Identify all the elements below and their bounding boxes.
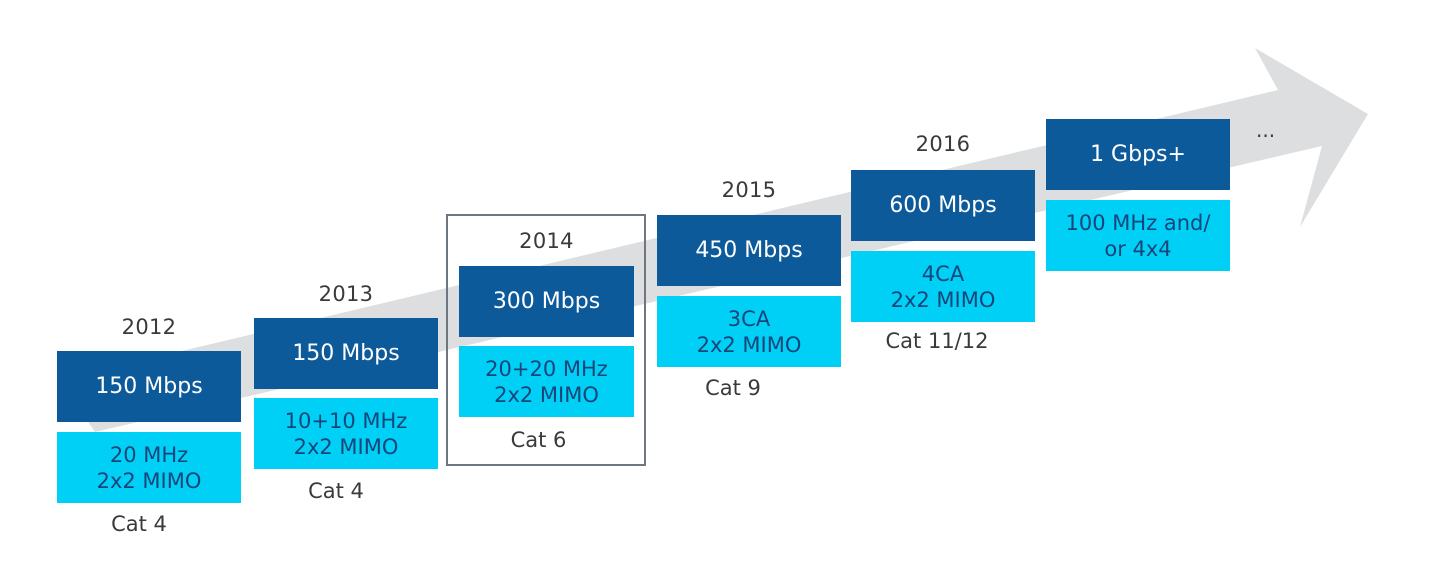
speed-box: 1 Gbps+ <box>1046 119 1230 190</box>
continuation-ellipsis: ... <box>1256 118 1276 142</box>
tech-line-1: 100 MHz and/ <box>1065 210 1211 235</box>
speed-label: 150 Mbps <box>95 374 203 399</box>
speed-box: 450 Mbps <box>657 215 841 286</box>
category-label: Cat 6 <box>510 428 567 452</box>
tech-line-2: 2x2 MIMO <box>293 434 399 459</box>
speed-label: 150 Mbps <box>292 341 400 366</box>
category-label: Cat 4 <box>308 479 364 503</box>
tech-box: 4CA 2x2 MIMO <box>851 251 1035 322</box>
category-label: Cat 11/12 <box>885 329 989 353</box>
tech-line-1: 4CA <box>921 261 965 286</box>
stage-year: 2014 <box>519 229 574 253</box>
stage-2014: 2014 300 Mbps 20+20 MHz 2x2 MIMO Cat 6 <box>459 0 634 564</box>
category-label: Cat 9 <box>705 376 761 400</box>
tech-line-2: 2x2 MIMO <box>494 382 599 407</box>
stage-2012: 2012 150 Mbps 20 MHz 2x2 MIMO Cat 4 <box>57 0 241 564</box>
stage-2015: 2015 450 Mbps 3CA 2x2 MIMO Cat 9 <box>657 0 841 564</box>
tech-line-1: 3CA <box>727 306 771 331</box>
speed-label: 1 Gbps+ <box>1090 142 1186 167</box>
tech-line-1: 20+20 MHz <box>485 356 608 381</box>
category-label: Cat 4 <box>111 512 167 536</box>
tech-box: 20 MHz 2x2 MIMO <box>57 432 241 503</box>
tech-box: 20+20 MHz 2x2 MIMO <box>459 346 634 417</box>
tech-box: 100 MHz and/ or 4x4 <box>1046 200 1230 271</box>
speed-box: 150 Mbps <box>254 318 438 389</box>
tech-line-1: 20 MHz <box>109 442 189 467</box>
stage-year: 2016 <box>915 132 971 156</box>
speed-label: 600 Mbps <box>889 193 997 218</box>
stage-2013: 2013 150 Mbps 10+10 MHz 2x2 MIMO Cat 4 <box>254 0 438 564</box>
stage-2016: 2016 600 Mbps 4CA 2x2 MIMO Cat 11/12 <box>851 0 1035 564</box>
tech-line-2: 2x2 MIMO <box>890 287 996 312</box>
stage-year: 2015 <box>721 178 777 202</box>
speed-label: 450 Mbps <box>695 238 803 263</box>
stage-year: 2012 <box>121 315 177 339</box>
tech-line-1: 10+10 MHz <box>284 408 408 433</box>
tech-line-2: 2x2 MIMO <box>96 468 202 493</box>
tech-line-2: 2x2 MIMO <box>696 332 802 357</box>
speed-box: 600 Mbps <box>851 170 1035 241</box>
stage-future: 1 Gbps+ 100 MHz and/ or 4x4 <box>1046 0 1230 564</box>
speed-label: 300 Mbps <box>492 289 601 314</box>
tech-line-2: or 4x4 <box>1104 236 1172 261</box>
tech-box: 3CA 2x2 MIMO <box>657 296 841 367</box>
tech-box: 10+10 MHz 2x2 MIMO <box>254 398 438 469</box>
speed-box: 150 Mbps <box>57 351 241 422</box>
stage-year: 2013 <box>318 282 374 306</box>
highlight-frame <box>446 214 646 466</box>
speed-box: 300 Mbps <box>459 266 634 337</box>
